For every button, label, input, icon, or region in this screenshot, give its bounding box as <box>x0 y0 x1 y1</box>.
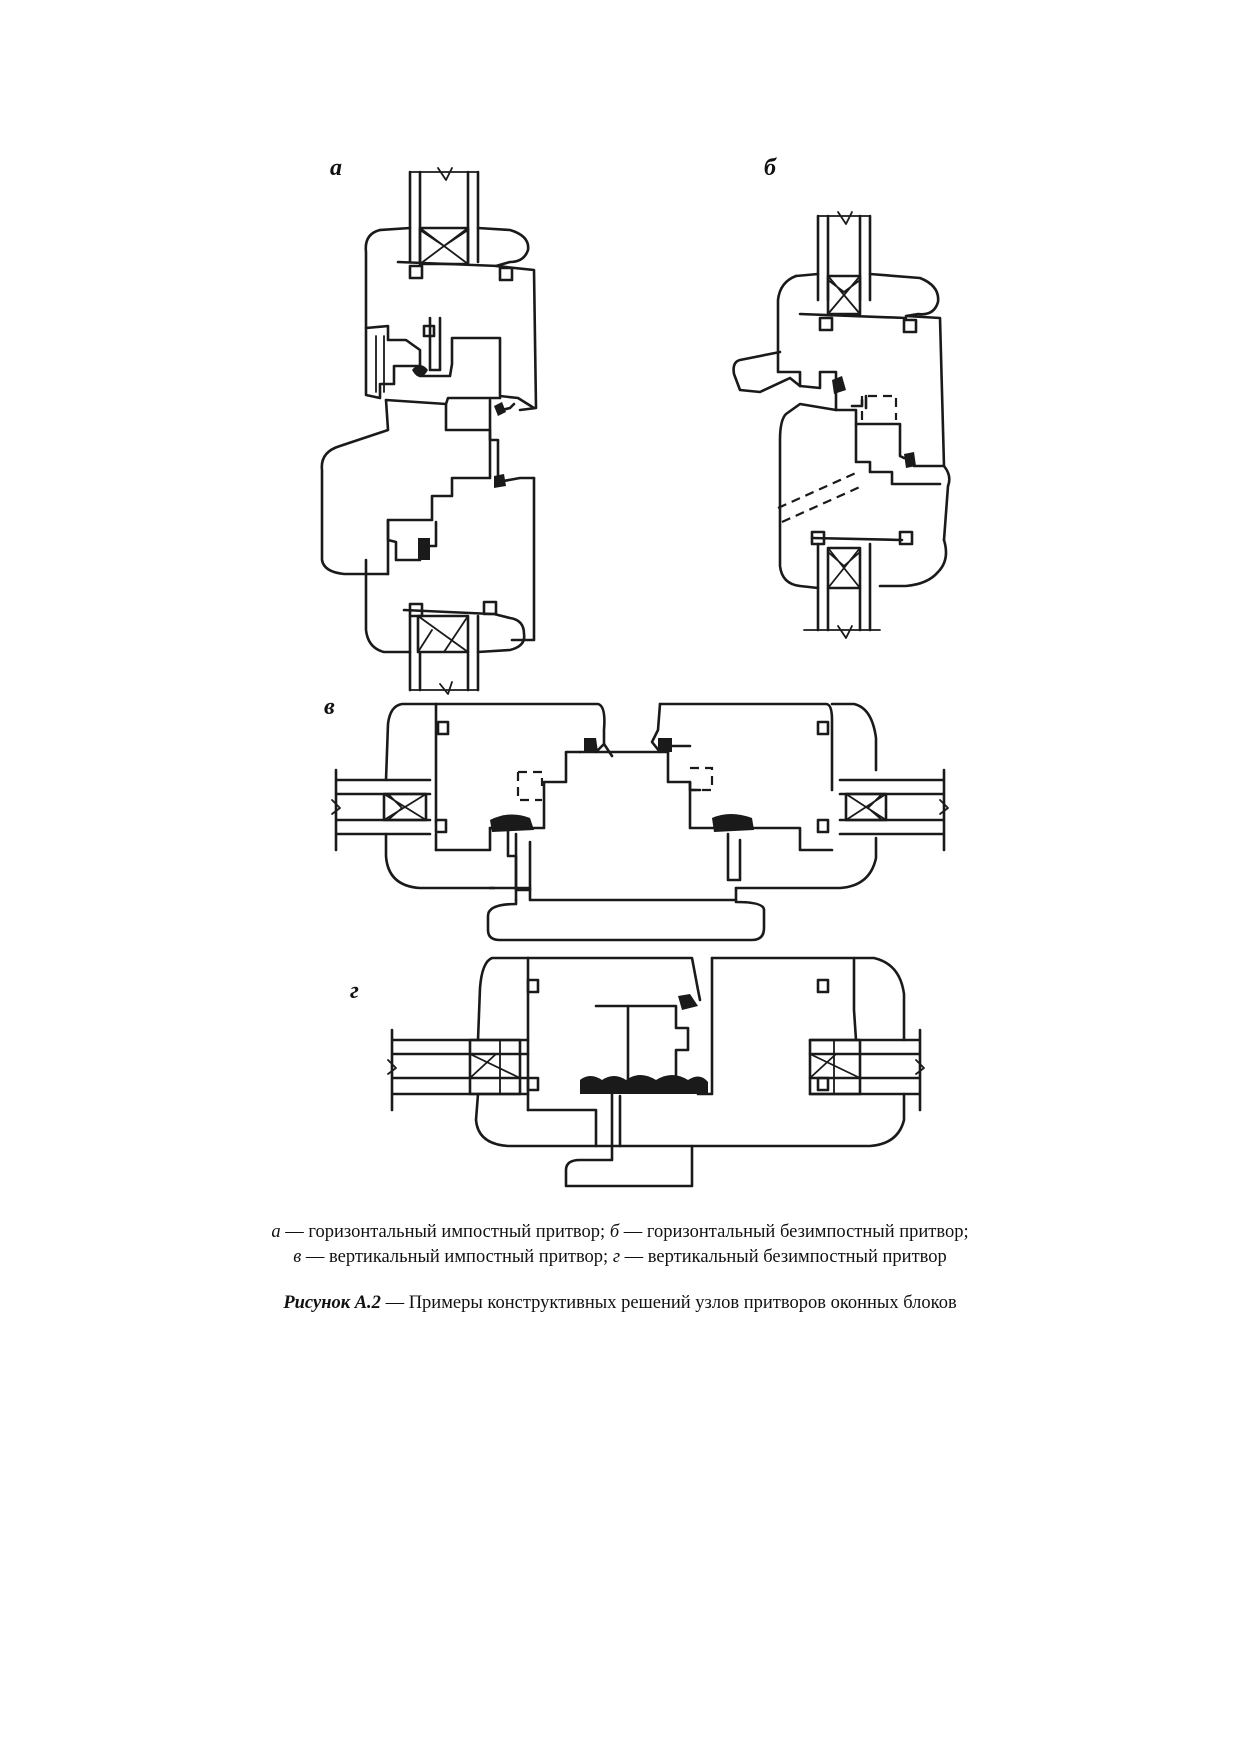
legend-line-2: в — вертикальный импостный притвор; г — … <box>0 1245 1240 1270</box>
legend-text-v: — вертикальный импостный притвор; <box>301 1247 613 1267</box>
legend-key-b: б <box>609 1222 620 1242</box>
legend-line-1: а — горизонтальный импостный притвор; б … <box>0 1220 1240 1245</box>
panel-v-drawing <box>331 702 949 942</box>
legend-key-g: г <box>612 1247 621 1267</box>
panel-a-drawing <box>320 167 538 695</box>
legend-text-a: — горизонтальный импостный притвор; <box>280 1222 610 1242</box>
figure-legend: а — горизонтальный импостный притвор; б … <box>0 1220 1240 1270</box>
figure-title-text: — Примеры конструктивных решений узлов п… <box>380 1293 957 1313</box>
figure-drawing <box>320 167 951 1188</box>
panel-label-b: б <box>764 155 776 181</box>
legend-text-g: — вертикальный безимпостный притвор <box>620 1247 947 1267</box>
panel-label-a: а <box>330 155 342 181</box>
panel-b-drawing <box>732 211 951 639</box>
figure-title: Рисунок А.2 — Примеры конструктивных реш… <box>0 1293 1240 1314</box>
legend-key-v: в <box>293 1247 302 1267</box>
legend-text-b: — горизонтальный безимпостный притвор; <box>619 1222 969 1242</box>
figure-title-label: Рисунок А.2 <box>283 1293 381 1313</box>
legend-key-a: а <box>271 1222 281 1242</box>
panel-label-v: в <box>324 694 335 720</box>
panel-g-drawing <box>387 956 925 1188</box>
panel-label-g: г <box>350 978 359 1004</box>
